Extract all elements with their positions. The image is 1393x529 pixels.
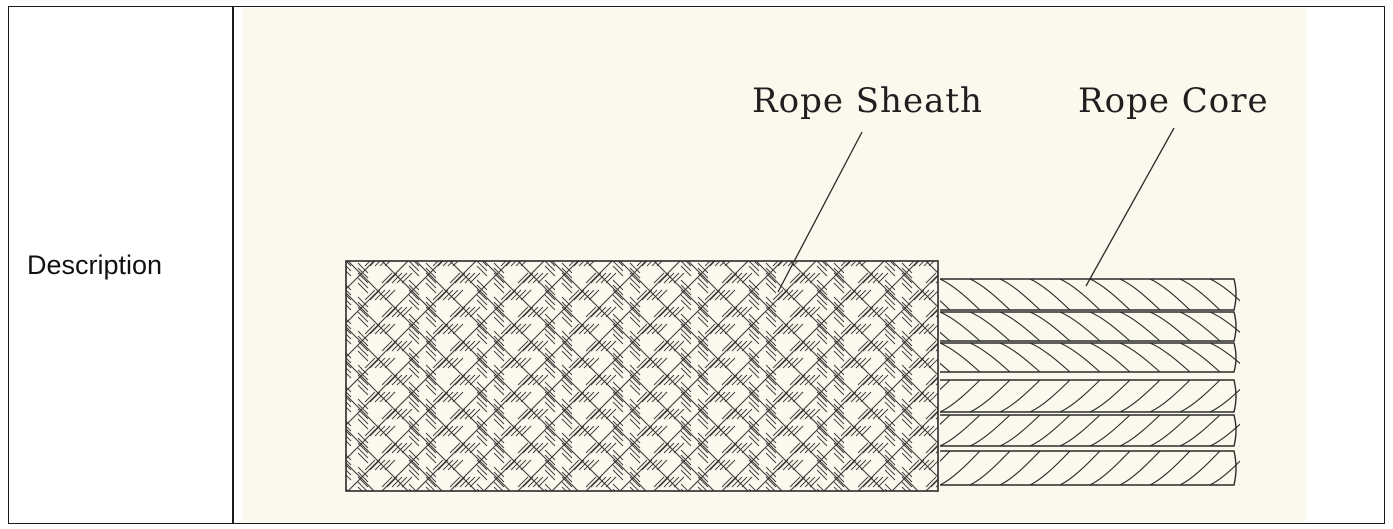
table-column-divider	[232, 6, 234, 524]
callout-rope-sheath: Rope Sheath	[752, 81, 983, 121]
sheath-leader-line	[777, 131, 863, 293]
row-label-description: Description	[27, 250, 163, 280]
callout-rope-core: Rope Core	[1078, 81, 1269, 121]
rope-sheath	[345, 260, 939, 492]
description-table	[8, 6, 1385, 524]
core-leader-line	[1085, 127, 1175, 287]
rope-core	[940, 278, 1240, 486]
